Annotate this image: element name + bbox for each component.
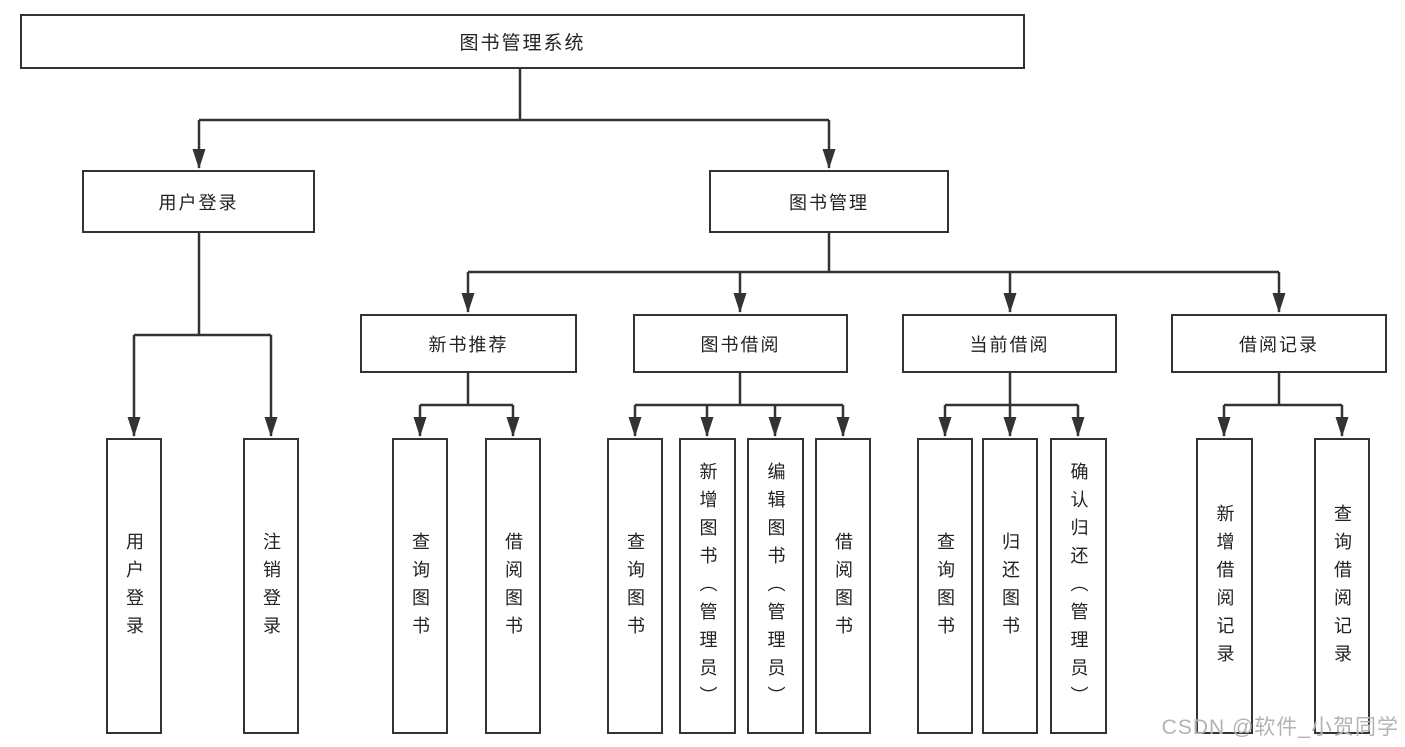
node-root: 图书管理系统: [20, 14, 1025, 69]
leaf-logout: 注销登录: [243, 438, 299, 734]
leaf-borrow-edit-book-admin: 编辑图书（管理员）: [747, 438, 804, 734]
node-book-borrow: 图书借阅: [633, 314, 848, 373]
connector-borrow-group: [635, 373, 843, 407]
connector-book-management-group: [468, 233, 1279, 274]
leaf-current-return-book: 归还图书: [982, 438, 1038, 734]
connector-user-login-group: [134, 233, 271, 337]
node-new-book-recommend: 新书推荐: [360, 314, 577, 373]
leaf-borrow-query-book: 查询图书: [607, 438, 663, 734]
leaf-current-query-book: 查询图书: [917, 438, 973, 734]
leaf-current-confirm-return-admin: 确认归还（管理员）: [1050, 438, 1107, 734]
csdn-watermark: CSDN @软件_小贺同学: [1161, 716, 1399, 739]
leaf-records-add-record: 新增借阅记录: [1196, 438, 1253, 734]
connector-root-to-level2: [199, 69, 829, 122]
leaf-recommend-query-book: 查询图书: [392, 438, 448, 734]
leaf-borrow-add-book-admin: 新增图书（管理员）: [679, 438, 736, 734]
leaf-recommend-borrow-book: 借阅图书: [485, 438, 541, 734]
node-user-login: 用户登录: [82, 170, 315, 233]
connector-current-group: [945, 373, 1078, 407]
connector-records-group: [1224, 373, 1342, 407]
leaf-borrow-borrow-book: 借阅图书: [815, 438, 871, 734]
leaf-user-login: 用户登录: [106, 438, 162, 734]
connector-recommend-group: [420, 373, 513, 407]
node-borrow-records: 借阅记录: [1171, 314, 1387, 373]
node-current-borrow: 当前借阅: [902, 314, 1117, 373]
node-book-management: 图书管理: [709, 170, 949, 233]
leaf-records-query-record: 查询借阅记录: [1314, 438, 1370, 734]
